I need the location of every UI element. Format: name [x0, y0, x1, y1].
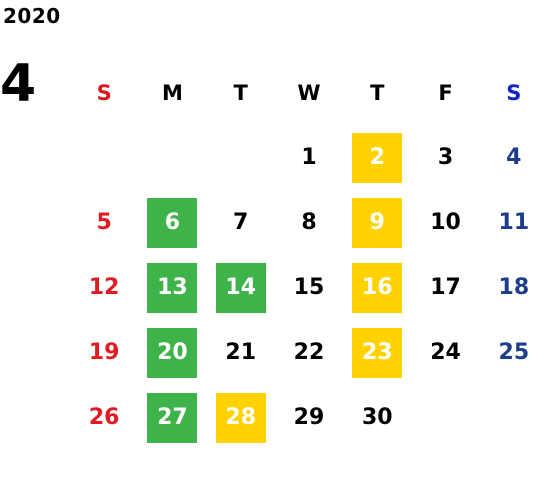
calendar-day-empty	[79, 133, 129, 183]
calendar-day: 16	[352, 262, 403, 313]
calendar-day-cell: 7	[207, 190, 275, 255]
weekday-label: M	[161, 80, 183, 105]
calendar-day: 14	[215, 262, 266, 313]
calendar-day: 8	[301, 210, 317, 235]
calendar-day-cell: 16	[343, 255, 411, 320]
calendar-day-empty	[216, 133, 266, 183]
calendar-day: 17	[430, 275, 461, 300]
calendar-month: 4	[0, 54, 37, 114]
calendar-day-cell	[480, 385, 548, 450]
calendar-day-empty	[489, 393, 539, 443]
calendar-week-row: 12 13 14 15 16 17 18	[70, 255, 548, 320]
calendar-day-cell: 30	[343, 385, 411, 450]
calendar-day: 5	[96, 210, 112, 235]
calendar-day: 15	[293, 275, 325, 300]
weekday-label: T	[233, 80, 248, 105]
calendar-day: 3	[437, 145, 454, 170]
calendar-day-cell: 25	[480, 320, 548, 385]
calendar-day: 30	[361, 405, 393, 430]
weekday-label: W	[297, 80, 321, 105]
calendar-day-cell: 5	[70, 190, 138, 255]
calendar-day-cell: 4	[480, 125, 548, 190]
calendar-day-cell: 20	[138, 320, 206, 385]
calendar-day-empty	[147, 133, 197, 183]
weekday-header-wed: W	[275, 60, 343, 125]
calendar-day: 21	[225, 340, 257, 365]
calendar-day: 2	[352, 132, 403, 183]
calendar-day-cell: 2	[343, 125, 411, 190]
calendar-day: 4	[506, 145, 522, 170]
calendar-day: 24	[430, 340, 461, 365]
calendar-day: 7	[233, 210, 249, 235]
weekday-header-sun: S	[70, 60, 138, 125]
calendar-day-cell: 9	[343, 190, 411, 255]
calendar-day-cell: 23	[343, 320, 411, 385]
calendar-day-cell: 6	[138, 190, 206, 255]
calendar-year: 2020	[3, 4, 61, 28]
weekday-header-fri: F	[411, 60, 479, 125]
calendar-day: 28	[215, 392, 266, 443]
calendar-day-cell: 1	[275, 125, 343, 190]
weekday-label: S	[96, 80, 112, 105]
calendar-day-cell: 14	[207, 255, 275, 320]
calendar-day: 12	[88, 275, 120, 300]
calendar-day-cell: 17	[411, 255, 479, 320]
calendar-day-cell: 13	[138, 255, 206, 320]
calendar-week-row: 1 2 3 4	[70, 125, 548, 190]
calendar-day: 26	[88, 405, 120, 430]
calendar-day: 25	[498, 340, 530, 365]
calendar-day: 13	[147, 262, 198, 313]
calendar-day-cell: 24	[411, 320, 479, 385]
calendar-week-row: 19 20 21 22 23 24 25	[70, 320, 548, 385]
weekday-header-mon: M	[138, 60, 206, 125]
calendar-day: 9	[352, 197, 403, 248]
calendar-day-cell	[138, 125, 206, 190]
calendar-day-empty	[421, 393, 471, 443]
calendar-day-cell: 12	[70, 255, 138, 320]
weekday-label: S	[506, 80, 522, 105]
calendar-week-row: 26 27 28 29 30	[70, 385, 548, 450]
calendar-day: 11	[498, 210, 530, 235]
calendar-day: 27	[147, 392, 198, 443]
calendar-day-cell: 18	[480, 255, 548, 320]
calendar-day-cell: 10	[411, 190, 479, 255]
calendar-day-cell: 28	[207, 385, 275, 450]
calendar-day: 10	[430, 210, 461, 235]
calendar-day-cell	[411, 385, 479, 450]
calendar-day-cell: 15	[275, 255, 343, 320]
calendar-day: 19	[88, 340, 120, 365]
calendar-day-cell: 11	[480, 190, 548, 255]
calendar-day-cell: 19	[70, 320, 138, 385]
calendar-day: 1	[301, 145, 317, 170]
weekday-label: T	[370, 80, 385, 105]
calendar-day-cell: 3	[411, 125, 479, 190]
calendar-day-cell: 27	[138, 385, 206, 450]
calendar-day-cell: 26	[70, 385, 138, 450]
calendar-day: 20	[147, 327, 198, 378]
weekday-header-thu: T	[343, 60, 411, 125]
calendar-day-cell	[70, 125, 138, 190]
calendar-day: 23	[352, 327, 403, 378]
calendar-day-cell: 29	[275, 385, 343, 450]
calendar-day-cell	[207, 125, 275, 190]
weekday-label: F	[438, 80, 453, 105]
calendar-day: 6	[147, 197, 198, 248]
calendar-day-cell: 22	[275, 320, 343, 385]
weekday-header-sat: S	[480, 60, 548, 125]
weekday-header-row: S M T W T F S	[70, 60, 548, 125]
weekday-header-tue: T	[207, 60, 275, 125]
calendar-day: 22	[293, 340, 325, 365]
calendar-day-cell: 21	[207, 320, 275, 385]
calendar-day: 18	[498, 275, 530, 300]
calendar-day-cell: 8	[275, 190, 343, 255]
calendar-day: 29	[293, 405, 325, 430]
calendar-week-row: 5 6 7 8 9 10 11	[70, 190, 548, 255]
